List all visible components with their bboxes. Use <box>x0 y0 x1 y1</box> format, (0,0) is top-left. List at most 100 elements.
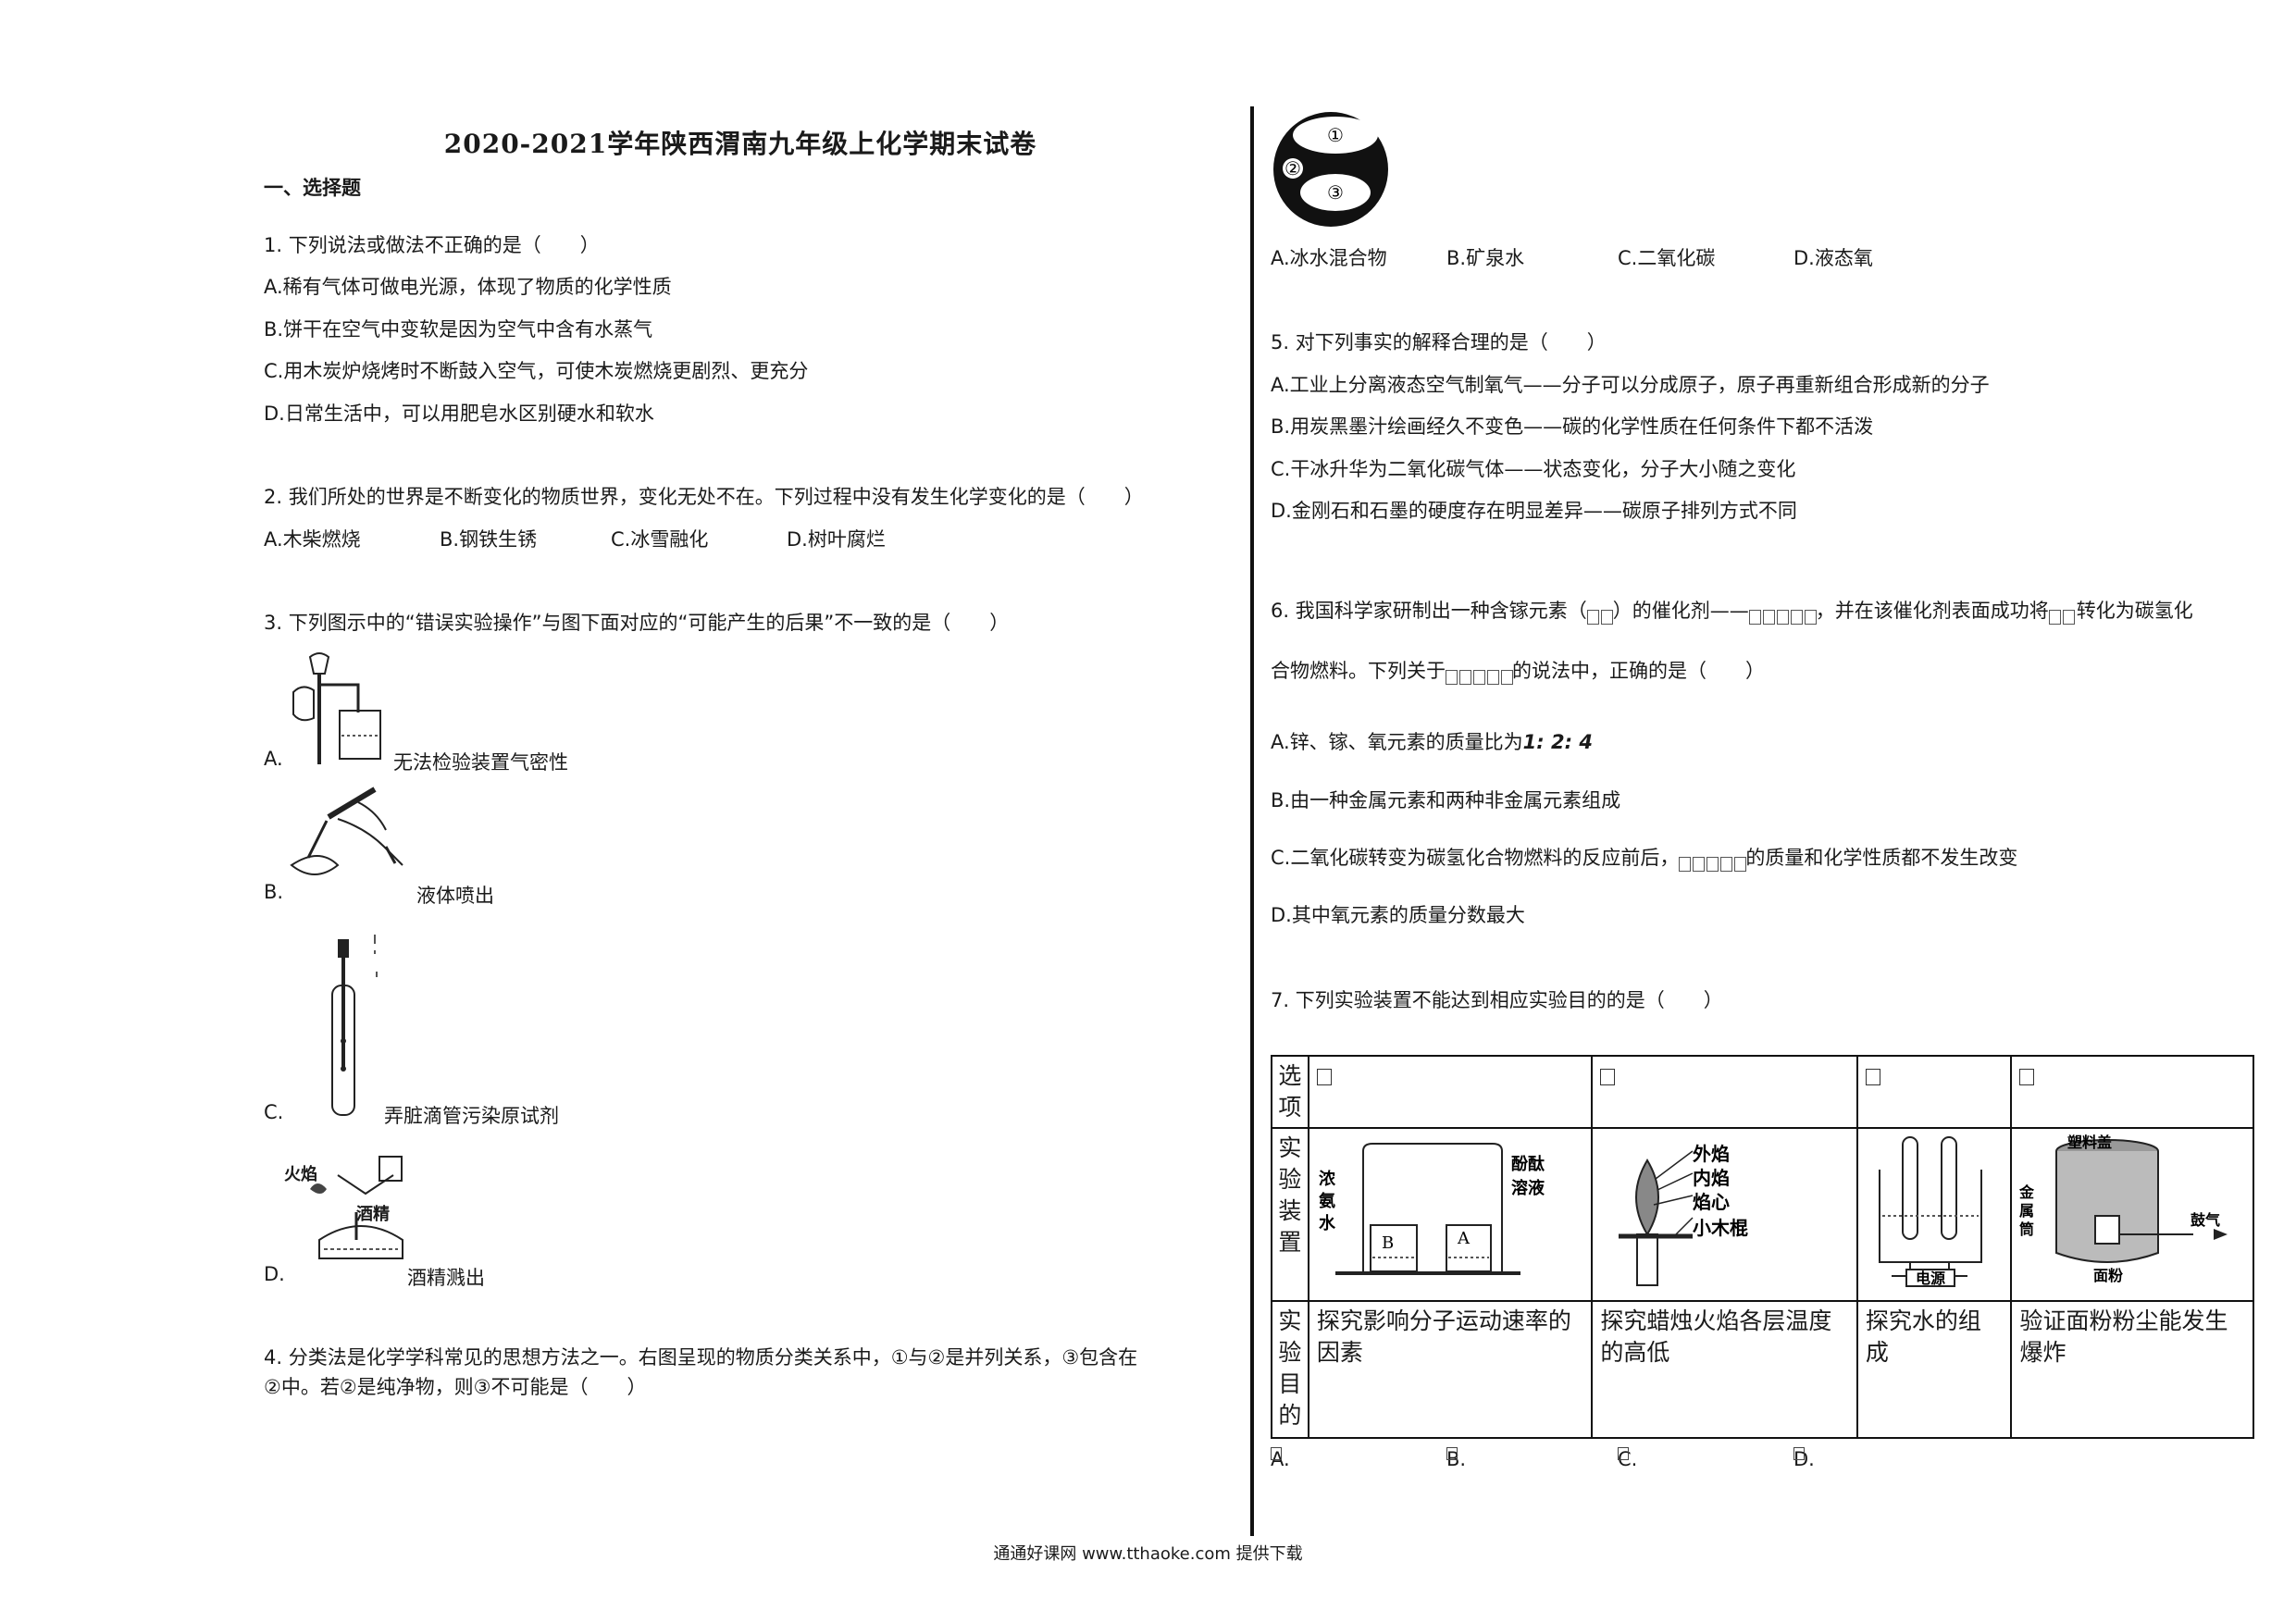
metal-can-label-2: 属 <box>2019 1202 2034 1220</box>
purpose-c: 探究水的组成 <box>1855 1300 2013 1439</box>
q2-option-d: D.树叶腐烂 <box>787 528 886 551</box>
option-cell-a <box>1307 1055 1594 1129</box>
q6-option-a: A.锌、镓、氧元素的质量比为1: 2: 4 <box>1271 728 1593 756</box>
purpose-b: 探究蜡烛火焰各层温度的高低 <box>1591 1300 1858 1439</box>
blow-air-label: 鼓气 <box>2191 1211 2220 1229</box>
column-divider <box>1250 106 1254 1536</box>
flour-label: 面粉 <box>2093 1267 2123 1284</box>
q6-option-d: D.其中氧元素的质量分数最大 <box>1271 904 1525 926</box>
section-heading: 一、选择题 <box>264 177 361 199</box>
diagram-label-3: ③ <box>1327 181 1344 204</box>
q5-option-b: B.用炭黑墨汁绘画经久不变色——碳的化学性质在任何条件下都不活泼 <box>1271 415 1874 438</box>
q6-stem-part-c: ，并在该催化剂表面成功将 <box>1815 600 2049 622</box>
q3-b-caption: 液体喷出 <box>416 885 494 907</box>
q1-stem: 1. 下列说法或做法不正确的是（ ） <box>264 234 600 256</box>
q6-option-a-text: A.锌、镓、氧元素的质量比为 <box>1271 731 1523 753</box>
apparatus-b: 外焰 内焰 焰心 小木棍 <box>1591 1127 1858 1302</box>
q3-b-letter: B. <box>264 881 284 903</box>
purpose-a: 探究影响分子运动速率的因素 <box>1307 1300 1594 1439</box>
q5-option-d: D.金刚石和石墨的硬度存在明显差异——碳原子排列方式不同 <box>1271 500 1797 522</box>
option-cell-d <box>2010 1055 2254 1129</box>
page-footer: 通通好课网 www.tthaoke.com 提供下载 <box>993 1544 1303 1564</box>
q4-option-a: A.冰水混合物 <box>1271 247 1387 269</box>
option-a-box <box>1316 1069 1332 1085</box>
apparatus-c: 电源 <box>1855 1127 2013 1302</box>
row-header-options: 选项 <box>1271 1055 1309 1129</box>
phenolphthalein-label-2: 溶液 <box>1511 1178 1545 1198</box>
flame-core-label: 焰心 <box>1693 1191 1730 1213</box>
q6-option-c-part-b: 的质量和化学性质都不发生改变 <box>1745 847 2018 869</box>
beaker-b-label: B <box>1382 1233 1394 1253</box>
q2-option-b: B.钢铁生锈 <box>440 528 538 551</box>
ammonia-label-3: 水 <box>1319 1213 1336 1233</box>
q7-answer-d-box <box>1793 1447 1805 1460</box>
q5-stem: 5. 对下列事实的解释合理的是（ ） <box>1271 331 1607 353</box>
inner-flame-label: 内焰 <box>1693 1167 1730 1189</box>
q4-stem-line1: 4. 分类法是化学学科常见的思想方法之一。右图呈现的物质分类关系中，①与②是并列… <box>264 1346 1138 1369</box>
diagram-label-1: ① <box>1327 124 1344 146</box>
q1-option-b: B.饼干在空气中变软是因为空气中含有水蒸气 <box>264 318 653 341</box>
ammonia-label-1: 浓 <box>1319 1170 1336 1189</box>
q5-option-a: A.工业上分离液态空气制氧气——分子可以分成原子，原子再重新组合形成新的分子 <box>1271 374 1990 396</box>
beaker-a-label: A <box>1457 1229 1471 1248</box>
ga-symbol-placeholder <box>1586 604 1613 625</box>
row-header-apparatus: 实验装置 <box>1271 1127 1309 1302</box>
catalyst-formula-placeholder <box>1748 604 1817 625</box>
option-cell-b <box>1591 1055 1858 1129</box>
q3-d-caption: 酒精溅出 <box>407 1267 485 1289</box>
q3-a-caption: 无法检验装置气密性 <box>393 751 568 774</box>
q4-option-b: B.矿泉水 <box>1446 247 1525 269</box>
metal-can-label-1: 金 <box>2019 1183 2035 1201</box>
q2-option-a: A.木柴燃烧 <box>264 528 361 551</box>
q7-answer-a-box <box>1271 1447 1282 1460</box>
q6-option-c-part-a: C.二氧化碳转变为碳氢化合物燃料的反应前后， <box>1271 847 1680 869</box>
q7-answer-c-box <box>1618 1447 1629 1460</box>
q6-stem-line2-part-b: 的说法中，正确的是（ ） <box>1512 660 1765 682</box>
alcohol-lamp-figure <box>310 1156 403 1259</box>
heating-liquid-figure <box>290 787 403 875</box>
q2-option-c: C.冰雪融化 <box>611 528 709 551</box>
candle-flame-apparatus: 外焰 内焰 焰心 小木棍 <box>1619 1143 1748 1286</box>
page-title: 2020-2021学年陕西渭南九年级上化学期末试卷 <box>443 129 1037 159</box>
ammonia-label-2: 氨 <box>1319 1191 1335 1211</box>
q3-stem: 3. 下列图示中的“错误实验操作”与图下面对应的“可能产生的后果”不一致的是（ … <box>264 612 1010 634</box>
water-electrolysis-apparatus: 电源 <box>1878 1136 1982 1287</box>
q6-option-b: B.由一种金属元素和两种非金属元素组成 <box>1271 789 1621 812</box>
diagram-label-2: ② <box>1285 157 1301 180</box>
q6-option-c: C.二氧化碳转变为碳氢化合物燃料的反应前后， 的质量和化学性质都不发生改变 <box>1271 844 2017 872</box>
q4-option-c: C.二氧化碳 <box>1618 247 1716 269</box>
option-c-box <box>1865 1069 1880 1085</box>
q3-d-letter: D. <box>264 1263 285 1285</box>
q1-option-d: D.日常生活中，可以用肥皂水区别硬水和软水 <box>264 403 654 425</box>
catalyst-formula-placeholder-2 <box>1446 664 1513 685</box>
q7-stem: 7. 下列实验装置不能达到相应实验目的的是（ ） <box>1271 989 1723 1011</box>
purpose-d: 验证面粉粉尘能发生爆炸 <box>2010 1300 2254 1439</box>
q6-stem-line1: 6. 我国科学家研制出一种含镓元素（）的催化剂——，并在该催化剂表面成功将转化为… <box>1271 597 2193 625</box>
plastic-lid-label: 塑料盖 <box>2067 1134 2112 1151</box>
q3-d-flame-label: 火焰 <box>284 1165 317 1184</box>
q6-stem-line2-part-a: 合物燃料。下列关于 <box>1271 660 1446 682</box>
dust-explosion-apparatus: 塑料盖 金 属 筒 鼓气 面粉 <box>2018 1134 2228 1284</box>
q6-stem-line2: 合物燃料。下列关于 的说法中，正确的是（ ） <box>1271 657 1765 685</box>
q1-option-a: A.稀有气体可做电光源，体现了物质的化学性质 <box>264 276 672 298</box>
co2-formula-placeholder <box>2048 604 2077 625</box>
q3-d-alcohol-label: 酒精 <box>356 1205 390 1224</box>
dropper-in-tube-figure <box>331 935 378 1116</box>
apparatus-d: 塑料盖 金 属 筒 鼓气 面粉 <box>2010 1127 2254 1302</box>
q6-stem-part-a: 6. 我国科学家研制出一种含镓元素（ <box>1271 600 1587 622</box>
q2-stem: 2. 我们所处的世界是不断变化的物质世界，变化无处不在。下列过程中没有发生化学变… <box>264 486 1144 508</box>
q7-experiment-table: 选项 实验装置 B A 浓 氨 水 酚酞 <box>1271 1055 2254 1439</box>
q5-option-c: C.干冰升华为二氧化碳气体——状态变化，分子大小随之变化 <box>1271 458 1796 480</box>
row-header-purpose: 实验目的 <box>1271 1300 1309 1439</box>
metal-can-label-3: 筒 <box>2019 1220 2034 1238</box>
q3-a-letter: A. <box>264 748 283 770</box>
q1-option-c: C.用木炭炉烧烤时不断鼓入空气，可使木炭燃烧更剧烈、更充分 <box>264 360 809 382</box>
airtightness-check-figure <box>292 652 381 764</box>
phenolphthalein-label-1: 酚酞 <box>1511 1154 1545 1174</box>
q3-c-letter: C. <box>264 1101 284 1123</box>
option-b-box <box>1600 1069 1616 1085</box>
ammonia-diffusion-apparatus: B A 浓 氨 水 酚酞 溶液 <box>1319 1143 1545 1275</box>
q6-option-a-ratio: 1: 2: 4 <box>1522 731 1593 753</box>
q6-stem-part-b: ）的催化剂—— <box>1612 600 1749 622</box>
power-supply-label: 电源 <box>1916 1270 1945 1287</box>
